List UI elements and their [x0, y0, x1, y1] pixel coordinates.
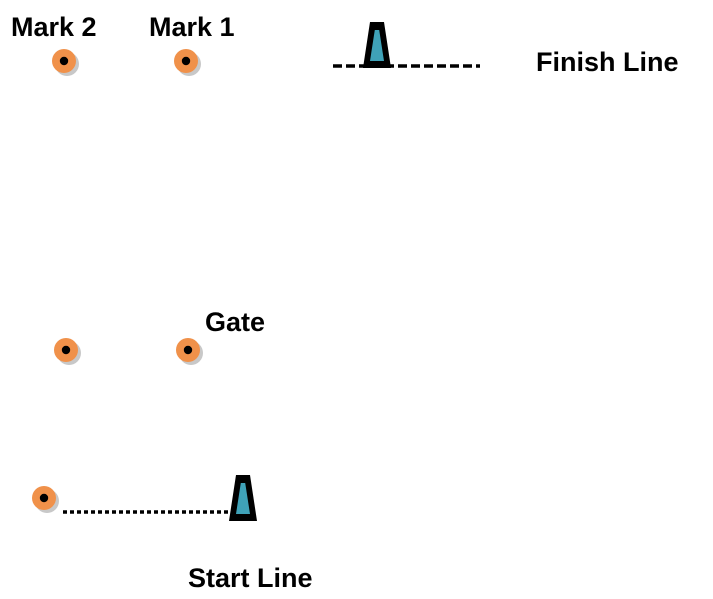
mark-1-label: Mark 1 [149, 12, 235, 42]
finish-line-label: Finish Line [536, 47, 679, 77]
start-line-label: Start Line [188, 563, 313, 593]
mark-2-buoy-icon [52, 49, 79, 76]
start-committee-boat-icon [229, 475, 257, 521]
gate-right-buoy-icon [176, 338, 203, 365]
mark-1-buoy-icon [174, 49, 201, 76]
finish-committee-boat-icon [363, 22, 391, 68]
gate-label: Gate [205, 307, 266, 337]
start-pin-buoy-icon [32, 486, 59, 513]
gate-left-buoy-icon [54, 338, 81, 365]
mark-2-label: Mark 2 [11, 12, 97, 42]
